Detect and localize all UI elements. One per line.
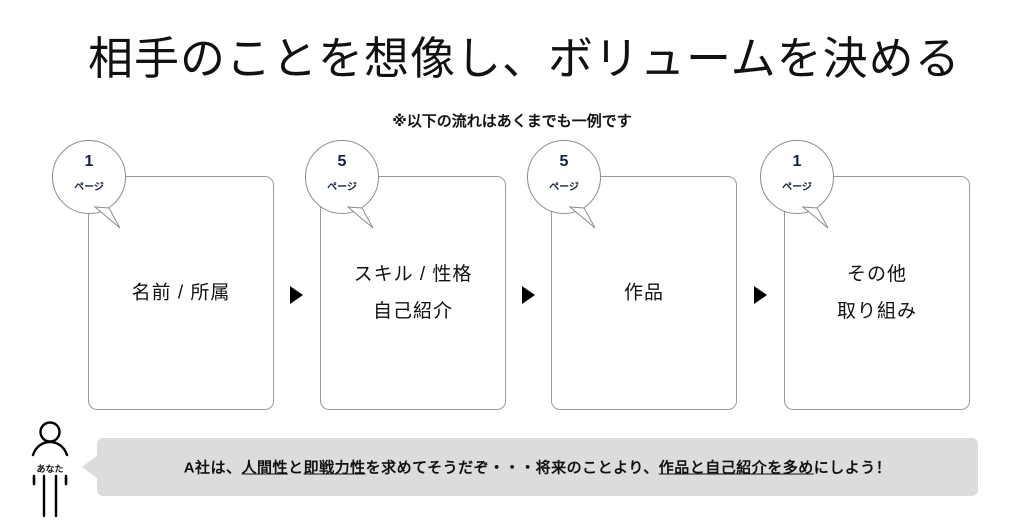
flow-card-4-line-1: その他 bbox=[846, 263, 907, 285]
flow-card-3-line-1: 作品 bbox=[623, 282, 664, 304]
page-bubble-1-unit: ページ bbox=[74, 182, 104, 193]
flow-card-2-body: スキル / 性格 自己紹介 bbox=[321, 256, 505, 330]
flow-card-4-line-2: 取り組み bbox=[836, 301, 917, 322]
person-label: あなた bbox=[36, 464, 64, 474]
page-bubble-3-number: 5 bbox=[559, 153, 569, 170]
page-bubble-2-number: 5 bbox=[337, 153, 347, 170]
page-bubble-1-number: 1 bbox=[84, 153, 94, 170]
page-bubble-2: 5 ページ bbox=[305, 140, 379, 229]
bubble-tail-icon-4 bbox=[801, 206, 829, 229]
flow-card-4-body: その他 取り組み bbox=[785, 256, 969, 330]
flow-card-2-line-2: 自己紹介 bbox=[372, 301, 453, 322]
flow-arrow-2 bbox=[522, 286, 535, 304]
callout-part-2: 人間性 bbox=[241, 459, 289, 477]
page-bubble-2-unit: ページ bbox=[327, 182, 357, 193]
callout-tail-icon bbox=[82, 455, 98, 479]
page-bubble-1: 1 ページ bbox=[52, 140, 126, 229]
callout-part-3: と bbox=[288, 459, 304, 477]
page-title: 相手のことを想像し、ボリュームを決める bbox=[88, 33, 961, 84]
callout-text: A社は、人間性と即戦力性を求めてそうだぞ・・・将来のことより、作品と自己紹介を多… bbox=[97, 457, 978, 478]
callout-part-1: A社は、 bbox=[183, 459, 242, 477]
page-subtitle: ※以下の流れはあくまでも一例です bbox=[392, 113, 632, 130]
flow-card-3-body: 作品 bbox=[552, 274, 736, 311]
callout-part-7: にしよう！ bbox=[813, 459, 892, 477]
callout-part-6: 作品と自己紹介を多め bbox=[658, 459, 814, 477]
page-bubble-4-unit: ページ bbox=[782, 182, 812, 193]
person-icon bbox=[31, 421, 69, 518]
flow-arrow-1 bbox=[290, 286, 303, 304]
flow-arrow-3 bbox=[754, 286, 767, 304]
flow-card-2[interactable]: スキル / 性格 自己紹介 bbox=[320, 176, 506, 410]
flow-card-2-line-1: スキル / 性格 bbox=[353, 263, 473, 285]
bubble-tail-icon-3 bbox=[568, 206, 596, 229]
callout-part-5: を求めてそうだぞ・・・将来のことより、 bbox=[365, 459, 659, 477]
page-bubble-3-unit: ページ bbox=[549, 182, 579, 193]
callout-part-4: 即戦力性 bbox=[303, 459, 366, 477]
flow-card-1-line-1: 名前 / 所属 bbox=[131, 282, 231, 304]
flow-card-3[interactable]: 作品 bbox=[551, 176, 737, 410]
callout-banner: A社は、人間性と即戦力性を求めてそうだぞ・・・将来のことより、作品と自己紹介を多… bbox=[97, 438, 978, 496]
page-bubble-4: 1 ページ bbox=[760, 140, 834, 229]
flow-card-1-body: 名前 / 所属 bbox=[89, 274, 273, 311]
page-bubble-3: 5 ページ bbox=[527, 140, 601, 229]
flow-card-1[interactable]: 名前 / 所属 bbox=[88, 176, 274, 410]
bubble-tail-icon-2 bbox=[346, 206, 374, 229]
bubble-tail-icon-1 bbox=[93, 206, 121, 229]
page-bubble-4-number: 1 bbox=[792, 153, 802, 170]
